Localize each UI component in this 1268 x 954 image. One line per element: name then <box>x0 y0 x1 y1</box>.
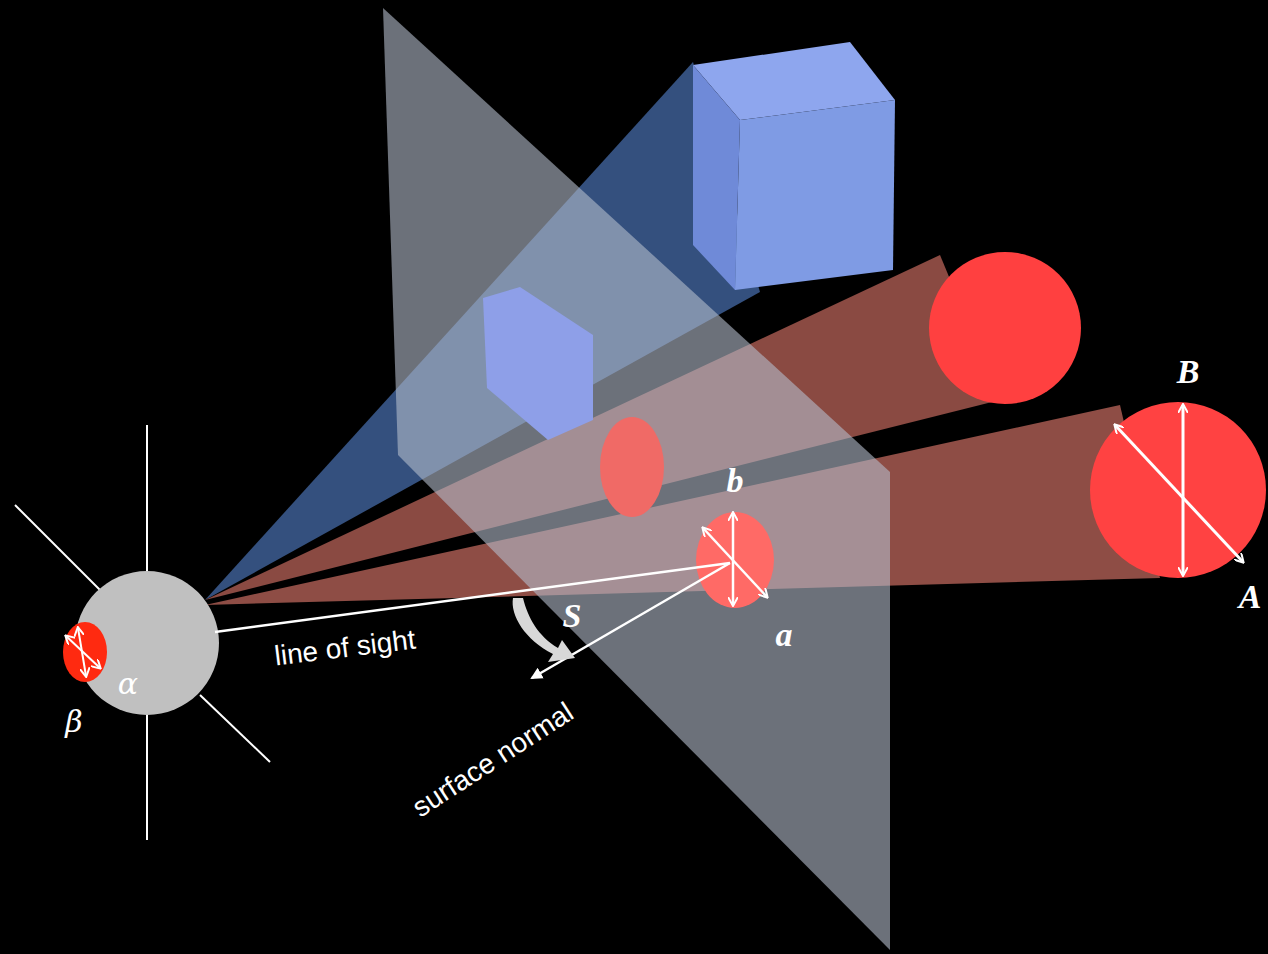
sphere <box>1090 402 1266 578</box>
axis-label: β <box>65 707 82 737</box>
slant-label: S <box>563 599 582 633</box>
surface-normal-arrow <box>532 563 730 678</box>
retina-axes <box>66 628 100 676</box>
line-of-sight-label: line of sight <box>273 625 417 670</box>
axis-label: B <box>1177 355 1200 389</box>
axis-label: a <box>776 618 793 652</box>
axis-label: A <box>1239 580 1262 614</box>
surface-normal-label: surface normal <box>408 698 579 822</box>
axis-label: α <box>118 669 138 699</box>
sphere-projection <box>600 417 664 517</box>
image-plane <box>383 8 890 950</box>
retinal-image <box>63 622 107 682</box>
object-axes <box>1115 405 1243 575</box>
line-of-sight <box>215 563 730 632</box>
sphere-projection <box>696 512 774 608</box>
eye-axes <box>15 425 270 840</box>
cube <box>693 42 895 290</box>
image-axes <box>703 513 767 605</box>
axis-label: b <box>727 464 744 498</box>
cube-projection <box>483 287 593 440</box>
sphere <box>929 252 1081 404</box>
